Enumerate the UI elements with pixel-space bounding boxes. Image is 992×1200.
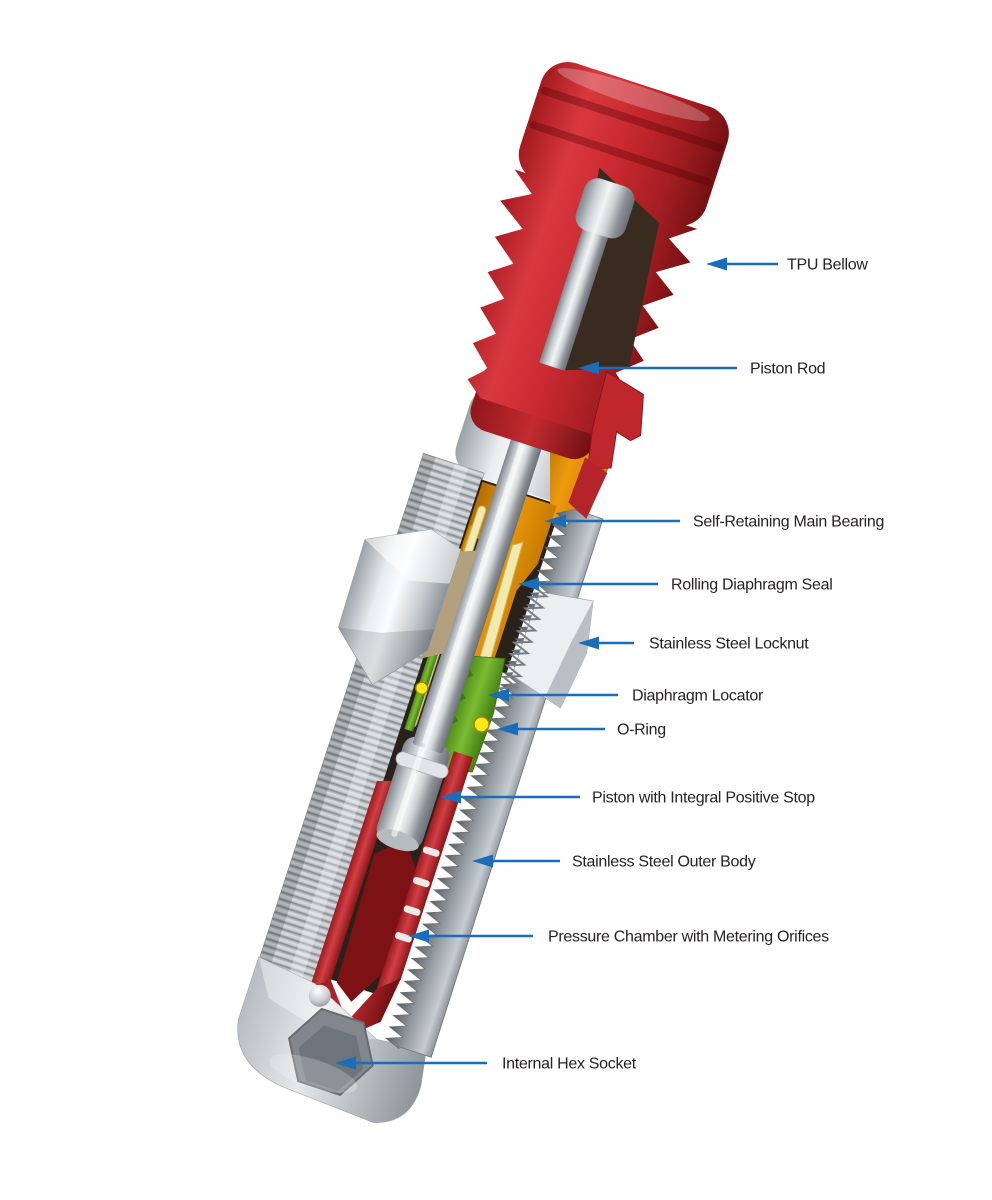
callout-label: TPU Bellow [787, 257, 868, 274]
callout-pressure-chamber-with-metering-orifices: Pressure Chamber with Metering Orifices [408, 929, 829, 946]
callout-self-retaining-main-bearing: Self-Retaining Main Bearing [545, 514, 884, 531]
callout-arrowhead-icon [545, 514, 566, 528]
callout-arrowhead-icon [472, 854, 493, 868]
callout-label: Pressure Chamber with Metering Orifices [548, 929, 829, 946]
o-ring-dot [473, 716, 490, 733]
callout-label: Piston with Integral Positive Stop [592, 790, 815, 807]
callout-arrowhead-icon [706, 257, 727, 271]
callout-label: Stainless Steel Locknut [649, 636, 809, 653]
callout-label: Stainless Steel Outer Body [572, 854, 756, 871]
callout-rolling-diaphragm-seal: Rolling Diaphragm Seal [518, 577, 833, 594]
callout-diaphragm-locator: Diaphragm Locator [488, 688, 764, 705]
bellow-cap [518, 62, 729, 226]
callout-arrowhead-icon [578, 636, 599, 650]
callout-stainless-steel-locknut: Stainless Steel Locknut [578, 636, 810, 653]
callout-stainless-steel-outer-body: Stainless Steel Outer Body [472, 854, 756, 871]
metering-orifices [395, 846, 440, 943]
callout-arrowhead-icon [488, 688, 509, 702]
bellow-cutaway-notch [562, 167, 660, 371]
callout-arrowhead-icon [518, 577, 539, 591]
internal-hex-socket [269, 1007, 374, 1097]
callout-label: Piston Rod [750, 361, 825, 378]
callout-tpu-bellow: TPU Bellow [706, 257, 869, 274]
callout-label: Self-Retaining Main Bearing [693, 514, 884, 531]
bellow-clip-lower [568, 457, 608, 519]
vent-ball [308, 984, 331, 1007]
bellow-clip [587, 371, 644, 470]
callout-arrowhead-icon [578, 361, 599, 375]
callout-arrowhead-icon [408, 929, 429, 943]
callout-arrowhead-icon [440, 790, 461, 804]
locknut [338, 529, 594, 709]
o-ring-dot-left [415, 681, 429, 695]
diaphragm-locator-green [404, 648, 506, 773]
rod-in-cutaway [539, 212, 614, 371]
thread-teeth-overlay [496, 583, 551, 700]
callout-arrowhead-icon [335, 1056, 356, 1070]
callout-arrowhead-icon [497, 722, 518, 736]
piston-assembly [376, 736, 450, 852]
callout-internal-hex-socket: Internal Hex Socket [335, 1056, 637, 1073]
callout-o-ring: O-Ring [497, 722, 666, 739]
callout-label: Internal Hex Socket [502, 1056, 637, 1073]
callout-piston-rod: Piston Rod [578, 361, 826, 378]
bottom-end-cap [237, 956, 427, 1123]
pressure-chamber [309, 751, 473, 1039]
callout-label: O-Ring [617, 722, 666, 739]
shock-absorber-illustration [237, 62, 729, 1123]
tpu-bellow [467, 62, 729, 519]
callout-label: Rolling Diaphragm Seal [671, 577, 833, 594]
callout-label: Diaphragm Locator [632, 688, 764, 705]
callout-piston-with-integral-positive-stop: Piston with Integral Positive Stop [440, 790, 816, 807]
rod-head [575, 178, 635, 239]
locknut-thread-face [420, 550, 478, 659]
